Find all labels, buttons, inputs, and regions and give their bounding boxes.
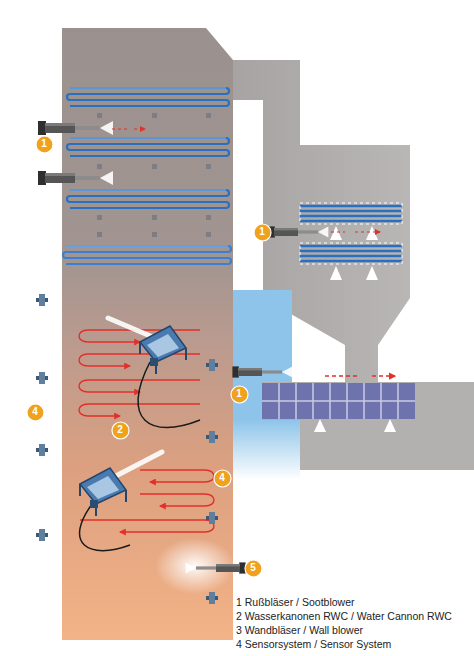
legend-text: 4 Sensorsystem / Sensor System (236, 638, 472, 650)
callout-number: 1 (230, 385, 249, 404)
legend-text: 3 Wandbläser / Wall blower (236, 624, 472, 636)
callout-text: 1 (41, 139, 47, 149)
callout-text: 4 (32, 407, 38, 417)
callout-text: 5 (250, 563, 256, 573)
air-duct (233, 420, 300, 480)
callout-number: 5 (244, 559, 263, 578)
wall-blower (206, 431, 218, 443)
wall-blower (36, 294, 48, 306)
callout-number: 4 (213, 469, 232, 488)
spray-cone (314, 419, 326, 432)
callout-text: 4 (219, 473, 225, 483)
spray-cone (366, 266, 378, 280)
callout-circle (214, 470, 231, 487)
callout-circle (112, 422, 129, 439)
callout-circle (245, 560, 262, 577)
air-heater (262, 383, 415, 419)
sootblower (268, 226, 328, 237)
tube-support (97, 113, 211, 237)
callout-number: 1 (35, 135, 54, 154)
spray-cone (384, 419, 396, 432)
movement-arrow (325, 231, 380, 232)
wall-blower (206, 592, 218, 604)
wall-blower (36, 444, 48, 456)
wall-blower (206, 359, 218, 371)
wall-blower (36, 529, 48, 541)
legend-text: 1 Rußbläser / Sootblower (236, 596, 472, 608)
movement-arrow (325, 375, 395, 377)
callout-text: 2 (117, 425, 123, 435)
callout-text: 1 (259, 227, 265, 237)
water-cannon (140, 326, 186, 374)
sootblower (186, 562, 246, 573)
callout-circle (36, 136, 53, 153)
callout-number: 4 (26, 403, 45, 422)
flow-arrow (79, 330, 214, 532)
callout-circle (231, 386, 248, 403)
callout-number: 2 (111, 421, 130, 440)
callout-circle (27, 404, 44, 421)
water-cannon (80, 468, 126, 516)
water-jet (112, 452, 162, 478)
hose (80, 500, 130, 551)
sootblower (232, 366, 292, 377)
sootblower (38, 171, 113, 185)
callout-number: 1 (253, 223, 272, 242)
spray-cone (366, 226, 378, 240)
spray-cone (330, 266, 342, 280)
second-pass (233, 60, 410, 382)
legend-text: 2 Wasserkanonen RWC / Water Cannon RWC (236, 610, 472, 622)
movement-arrow (112, 128, 145, 129)
callout-text: 1 (236, 389, 242, 399)
spray-cone (330, 226, 342, 240)
callout-circle (254, 224, 271, 241)
hose (138, 362, 200, 428)
wall-blower (206, 512, 218, 524)
water-jet (108, 318, 155, 338)
wall-blower (36, 372, 48, 384)
air-duct (233, 290, 292, 382)
sootblower (38, 121, 113, 135)
